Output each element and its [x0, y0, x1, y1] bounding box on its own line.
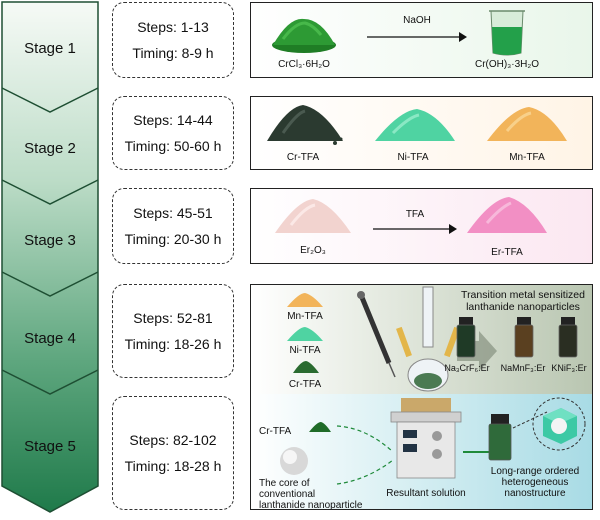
er-tfa-label: Er-TFA [491, 247, 523, 258]
stage-5-panel: Cr-TFA The core of conventional lanthani… [250, 394, 593, 510]
ni-tfa-label: Ni-TFA [397, 152, 429, 163]
stage-1-steps: Steps: 1-13 [137, 19, 209, 35]
er2o3-powder-pile [275, 199, 351, 233]
stage-5-label: Stage 5 [24, 438, 76, 455]
cr-tfa-powder-pile [267, 105, 343, 145]
ni-tfa-powder-pile [375, 109, 455, 141]
na3crf6-vial [456, 317, 476, 358]
knif3-label: KNiF₃:Er [551, 363, 587, 373]
cr-tfa-small-pile [293, 361, 319, 373]
stage-arrow-column [1, 1, 99, 513]
namnf3-vial [514, 317, 534, 358]
result-label-line2: heterogeneous [501, 477, 569, 488]
stage-4-panel: Mn-TFA Ni-TFA Cr-TFA Transition metal se… [250, 284, 593, 394]
stage-4-cr-tfa-label: Cr-TFA [288, 379, 322, 390]
stage-1-label: Stage 1 [24, 40, 76, 57]
tm-nanoparticles-title-line2: lanthanide nanoparticles [466, 301, 580, 313]
tfa-label: TFA [405, 209, 425, 220]
stage-3-timing: Timing: 20-30 h [124, 231, 222, 247]
er-tfa-powder-pile [467, 197, 547, 233]
stage-2-timing: Timing: 50-60 h [124, 138, 222, 154]
stage-5-steps-box: Steps: 82-102 Timing: 18-28 h [112, 396, 234, 510]
mn-tfa-small-pile [287, 293, 323, 307]
stage-5-cr-tfa-label: Cr-TFA [259, 426, 292, 437]
naoh-reaction-arrow [367, 32, 467, 42]
stage-1-steps-box: Steps: 1-13 Timing: 8-9 h [112, 2, 234, 78]
stage-2-label: Stage 2 [24, 140, 76, 157]
crcl3-label: CrCl₃·6H₂O [278, 59, 330, 70]
stage-5-steps: Steps: 82-102 [129, 432, 217, 448]
heterostructure-nanocube [532, 397, 586, 451]
core-label-line1: The core of [259, 478, 310, 489]
stage-2-panel: Cr-TFA Ni-TFA Mn-TFA [250, 96, 593, 170]
resultant-solution-label: Resultant solution [386, 488, 466, 499]
result-label-line1: Long-range ordered [490, 466, 580, 477]
stage-3-panel: Er₂O₃ TFA Er-TFA [250, 188, 593, 264]
tm-nanoparticles-title-line1: Transition metal sensitized [461, 289, 585, 301]
knif3-vial [558, 317, 578, 358]
stage-3-steps-box: Steps: 45-51 Timing: 20-30 h [112, 188, 234, 264]
crcl3-powder-pile [272, 18, 336, 53]
stage-4-label: Stage 4 [24, 330, 76, 347]
stage-4-timing: Timing: 18-26 h [124, 336, 222, 352]
product-vial [488, 414, 512, 461]
dashed-arrow-cr-tfa [336, 425, 394, 453]
heating-stirrer-apparatus [390, 398, 462, 479]
mn-tfa-label: Mn-TFA [509, 152, 545, 163]
stage-1-panel: CrCl₃·6H₂O NaOH Cr(OH)₃·3H₂O [250, 2, 593, 78]
er2o3-label: Er₂O₃ [300, 245, 326, 256]
cr-tfa-powder-small [309, 422, 331, 432]
reaction-flask-apparatus [396, 286, 460, 392]
dashed-arrow-core [336, 459, 394, 485]
stage-1-timing: Timing: 8-9 h [132, 45, 214, 61]
syringe-icon [357, 291, 396, 378]
dashed-zoom-connector [512, 411, 548, 429]
mn-tfa-powder-pile [487, 107, 567, 141]
cr-oh-label: Cr(OH)₃·3H₂O [474, 59, 540, 70]
stage-5-timing: Timing: 18-28 h [124, 458, 222, 474]
core-label-line2: conventional [259, 489, 316, 500]
stage-4-steps: Steps: 52-81 [133, 310, 213, 326]
na3crf6-label: Na₃CrF₆:Er [444, 363, 490, 373]
stage-4-mn-tfa-label: Mn-TFA [287, 311, 323, 322]
core-label-line3: lanthanide nanoparticle [259, 500, 363, 510]
ni-tfa-small-pile [287, 327, 323, 341]
stage-3-label: Stage 3 [24, 232, 76, 249]
cr-tfa-label: Cr-TFA [286, 152, 320, 163]
namnf3-label: NaMnF₃:Er [500, 363, 546, 373]
core-nanoparticle-sphere [280, 447, 308, 475]
tfa-reaction-arrow [373, 224, 457, 234]
stage-2-steps-box: Steps: 14-44 Timing: 50-60 h [112, 96, 234, 170]
stage-4-ni-tfa-label: Ni-TFA [289, 345, 321, 356]
stage-3-steps: Steps: 45-51 [133, 205, 213, 221]
result-label-line3: nanostructure [504, 488, 566, 499]
naoh-label: NaOH [403, 15, 431, 26]
stage-4-steps-box: Steps: 52-81 Timing: 18-26 h [112, 284, 234, 378]
cr-oh-beaker [489, 10, 525, 56]
stage-2-steps: Steps: 14-44 [133, 112, 213, 128]
